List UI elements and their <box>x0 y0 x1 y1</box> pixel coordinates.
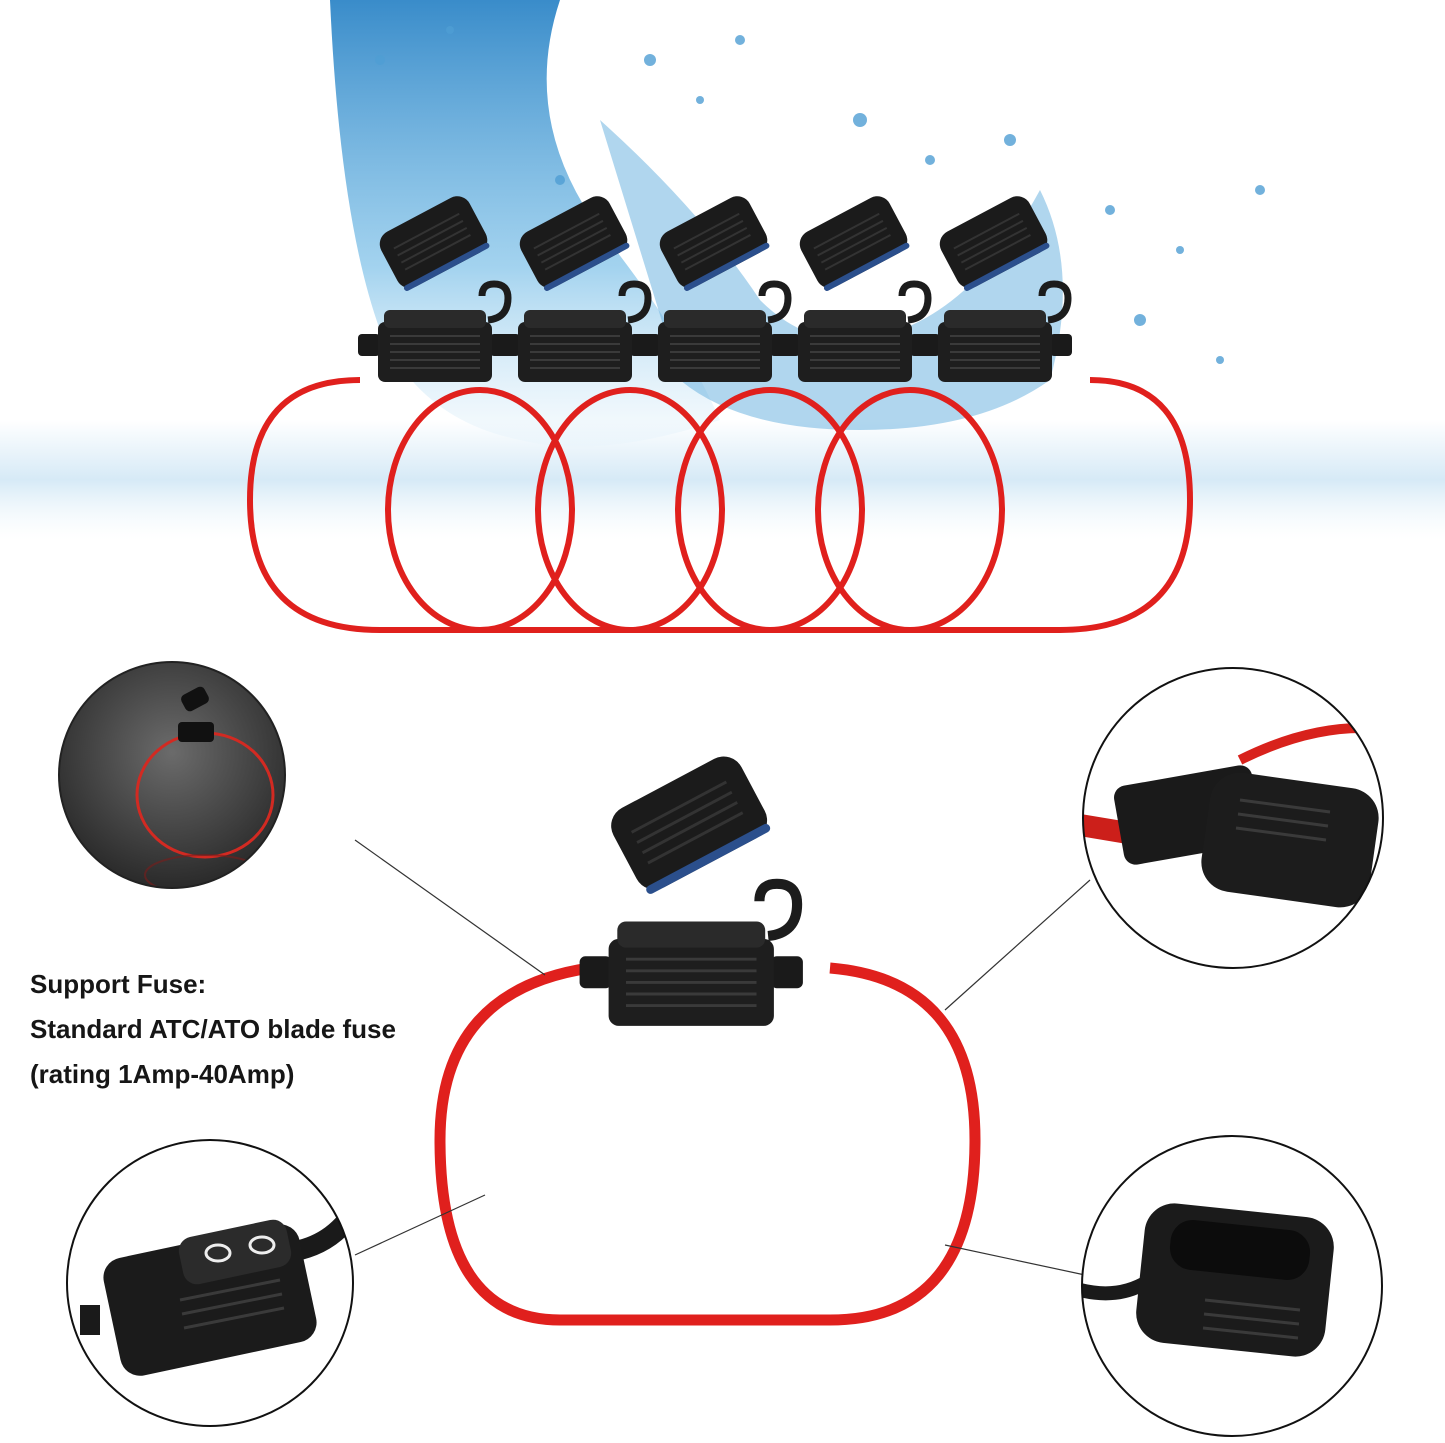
wire-loop <box>675 387 865 633</box>
wire-loop <box>535 387 725 633</box>
caption-line-fuse-type: Standard ATC/ATO blade fuse <box>30 1014 396 1044</box>
fuse-support-caption: Support Fuse: Standard ATC/ATO blade fus… <box>30 962 470 1097</box>
main-fuse-loop <box>434 749 981 1326</box>
fuse-loops-group <box>246 191 1194 633</box>
wire-loop <box>385 387 575 633</box>
caption-line-title: Support Fuse: <box>30 969 207 999</box>
detail-circle-bottom-left <box>66 1139 354 1427</box>
caption-line-rating: (rating 1Amp-40Amp) <box>30 1059 295 1089</box>
detail-circle-bottom-right <box>1081 1135 1383 1437</box>
detail-circle-top-right <box>1082 667 1384 969</box>
wire-loop <box>815 387 1005 633</box>
detail-circle-top-left <box>58 661 286 889</box>
pointer-lines <box>354 839 1091 1276</box>
fuse-holder <box>778 191 932 382</box>
